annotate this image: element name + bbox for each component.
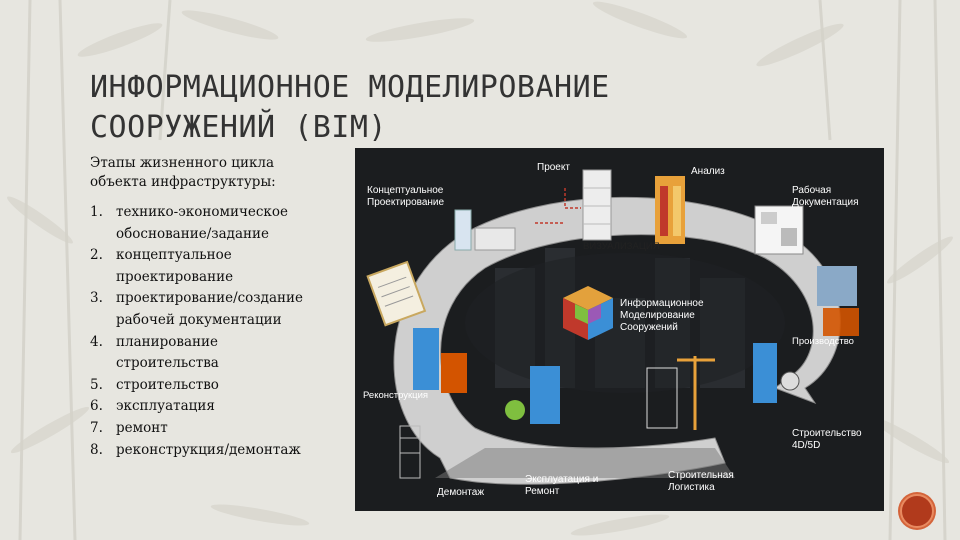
stage-item: 7.ремонт bbox=[90, 418, 352, 440]
label-reconstruction: Реконструкция bbox=[363, 390, 428, 401]
stage-text: реконструкция/демонтаж bbox=[116, 440, 301, 462]
label-demolition: Демонтаж bbox=[437, 487, 484, 498]
label-project: Проект bbox=[537, 162, 570, 173]
label-logistics-2: Логистика bbox=[668, 482, 715, 493]
stage-text: эксплуатация bbox=[116, 396, 215, 418]
label-concept-2: Проектирование bbox=[367, 197, 445, 208]
label-operation-1: Эксплуатация и bbox=[525, 474, 598, 485]
label-construction-1: Строительство bbox=[792, 428, 862, 439]
stage-number: 8. bbox=[90, 440, 116, 462]
label-operation-2: Ремонт bbox=[525, 486, 560, 497]
stage-item: 8.реконструкция/демонтаж bbox=[90, 440, 352, 462]
label-visualization: ВИЗУАЛИЗАЦИЯ bbox=[583, 241, 660, 252]
project-building-icon bbox=[583, 170, 611, 240]
factory-icon bbox=[817, 266, 859, 336]
stage-number: 2. bbox=[90, 245, 116, 288]
stage-number: 1. bbox=[90, 202, 116, 245]
label-analysis: Анализ bbox=[691, 166, 725, 177]
stage-number: 3. bbox=[90, 288, 116, 331]
stage-item: 5.строительство bbox=[90, 375, 352, 397]
title-line-2: СООРУЖЕНИЙ (BIM) bbox=[90, 110, 387, 145]
stage-text: строительство bbox=[116, 375, 219, 397]
stage-number: 7. bbox=[90, 418, 116, 440]
label-production: Производство bbox=[792, 336, 854, 347]
stage-number: 4. bbox=[90, 332, 116, 375]
title-line-1: ИНФОРМАЦИОННОЕ МОДЕЛИРОВАНИЕ bbox=[90, 70, 610, 105]
subtitle: Этапы жизненного цикла объекта инфрастру… bbox=[90, 154, 350, 192]
slide-number-badge bbox=[900, 494, 934, 528]
center-label-1: Информационное bbox=[620, 297, 704, 309]
bim-lifecycle-diagram: Информационное Моделирование Сооружений bbox=[355, 148, 884, 511]
stage-text: ремонт bbox=[116, 418, 168, 440]
stage-number: 5. bbox=[90, 375, 116, 397]
center-label-2: Моделирование bbox=[620, 310, 695, 321]
bim-ring-svg: Информационное Моделирование Сооружений bbox=[355, 148, 884, 511]
stage-number: 6. bbox=[90, 396, 116, 418]
label-logistics-1: Строительная bbox=[668, 470, 734, 481]
workdoc-sheet-icon bbox=[755, 206, 803, 254]
label-construction-2: 4D/5D bbox=[792, 440, 820, 451]
label-workdoc-2: Документация bbox=[792, 197, 859, 208]
label-concept-1: Концептуальное bbox=[367, 185, 444, 196]
subtitle-line-1: Этапы жизненного цикла bbox=[90, 155, 274, 171]
center-label-3: Сооружений bbox=[620, 322, 678, 333]
subtitle-line-2: объекта инфраструктуры: bbox=[90, 174, 276, 190]
slide-title: ИНФОРМАЦИОННОЕ МОДЕЛИРОВАНИЕ СООРУЖЕНИЙ … bbox=[90, 68, 730, 148]
label-workdoc-1: Рабочая bbox=[792, 184, 831, 196]
analysis-building-icon bbox=[655, 176, 685, 244]
stage-item: 6.эксплуатация bbox=[90, 396, 352, 418]
